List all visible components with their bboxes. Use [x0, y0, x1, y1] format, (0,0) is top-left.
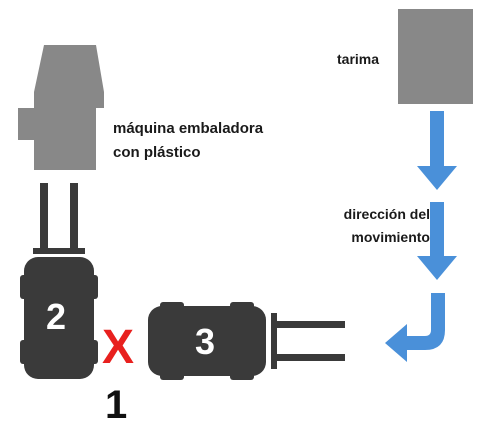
forklift-2-number: 2 [46, 296, 67, 337]
pallet-box [398, 9, 473, 104]
forklift-3-number: 3 [195, 321, 216, 362]
forklift-3 [148, 302, 345, 380]
direction-label-line-2: movimiento [351, 229, 430, 245]
position-number-1: 1 [105, 383, 128, 427]
machine-label-line-2: con plástico [113, 144, 201, 161]
machine-label-line-1: máquina embaladora [113, 120, 264, 137]
direction-label: dirección del movimiento [312, 203, 430, 249]
forklift-2 [20, 183, 98, 379]
x-mark: X [102, 321, 135, 374]
machine-label: máquina embaladora con plástico [113, 117, 313, 165]
direction-arrow-turn [385, 293, 445, 362]
direction-label-line-1: dirección del [343, 206, 430, 222]
wrapping-machine [18, 45, 104, 170]
pallet-label: tarima [337, 51, 380, 67]
direction-arrow-2 [417, 202, 457, 280]
direction-arrow-1 [417, 111, 457, 190]
